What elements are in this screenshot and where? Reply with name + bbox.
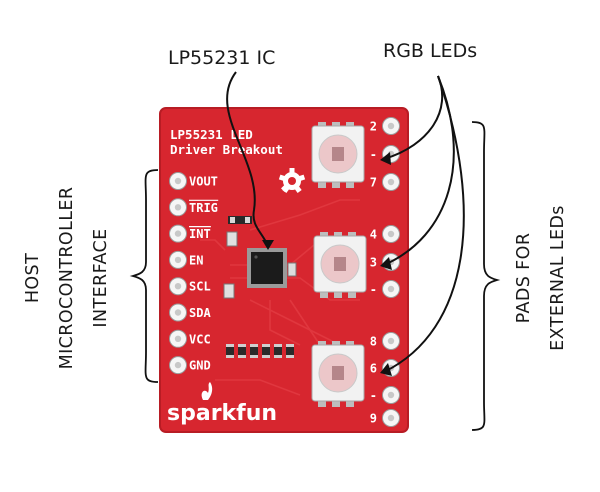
resistor (274, 344, 282, 358)
led-pad-3: 7 (370, 174, 400, 191)
led-die (332, 366, 344, 380)
pad-label: - (370, 389, 377, 403)
pcb-board: LP55231 LED Driver Breakout VOUT TRIG INT E… (160, 108, 408, 432)
resistor-cap (238, 355, 246, 358)
pads-label-line-1: PADS FOR (514, 233, 534, 324)
resistor-cap (286, 344, 294, 347)
resistor (238, 344, 246, 358)
pad-label: 6 (370, 362, 377, 376)
pads-label-line-2: EXTERNAL LEDs (548, 205, 568, 351)
pin-hole (175, 362, 181, 368)
rgb-led-1 (312, 122, 364, 188)
pin-hole (175, 204, 181, 210)
pin-label: SDA (189, 306, 211, 320)
resistor (262, 344, 270, 358)
external-pads-label: PADS FOR EXTERNAL LEDs (514, 205, 568, 351)
pin-label: INT (189, 227, 211, 241)
resistor-cap (274, 344, 282, 347)
resistor-cap (274, 355, 282, 358)
pin-sda: SDA (170, 304, 212, 321)
pad-hole (388, 415, 394, 421)
host-label-line-2: MICROCONTROLLER (57, 187, 77, 370)
pad-label: 9 (370, 412, 377, 426)
host-interface-label: HOST MICROCONTROLLER INTERFACE (23, 187, 111, 370)
pad-hole (388, 286, 394, 292)
pad-hole (388, 338, 394, 344)
rgb-led-2 (314, 232, 366, 298)
led-pad-7: 8 (370, 333, 400, 350)
pin-int: INT (170, 225, 211, 242)
pin-hole (175, 336, 181, 342)
host-interface-brace (133, 170, 158, 382)
lp55231-chip (247, 248, 287, 288)
board-title-line-2: Driver Breakout (170, 142, 283, 157)
led-die (334, 257, 346, 271)
pin-hole (175, 309, 181, 315)
pad-hole (388, 179, 394, 185)
resistor-cap (262, 355, 270, 358)
pad-label: - (370, 283, 377, 297)
pin-label: SCL (189, 280, 211, 294)
host-label-line-3: INTERFACE (91, 228, 111, 327)
pin-vcc: VCC (170, 330, 211, 347)
pad-label: 2 (370, 120, 377, 134)
pin-scl: SCL (170, 278, 211, 295)
pad-label: 3 (370, 256, 377, 270)
pin-vout: VOUT (170, 173, 218, 190)
pin-gnd: GND (170, 357, 211, 374)
pin-label: TRIG (189, 201, 218, 215)
resistor (226, 344, 234, 358)
led-die (332, 147, 344, 161)
smd-capacitor (227, 232, 237, 246)
external-pads-brace (472, 122, 497, 430)
sparkfun-logo: sparkfun (167, 401, 277, 426)
pin-hole (175, 283, 181, 289)
host-label-line-1: HOST (23, 253, 43, 303)
pad-hole (388, 392, 394, 398)
resistor (250, 344, 258, 358)
pad-hole (388, 231, 394, 237)
resistor-cap (286, 355, 294, 358)
pin-label: VCC (189, 332, 211, 346)
resistor-cap (250, 344, 258, 347)
resistor-cap (250, 355, 258, 358)
resistor-cap (262, 344, 270, 347)
led-pad-6: - (370, 281, 400, 298)
led-pad-10: 9 (370, 410, 400, 427)
rgb-led-group (312, 122, 366, 407)
rgb-led-3 (312, 341, 364, 407)
smd-capacitor (224, 284, 234, 298)
resistor-cap (226, 344, 234, 347)
led-pad-1: 2 (370, 118, 400, 135)
pad-label: 8 (370, 335, 377, 349)
smd-cap (245, 217, 250, 223)
pad-label: 4 (370, 228, 377, 242)
pin-label: EN (189, 253, 203, 267)
pin-hole (175, 230, 181, 236)
pin-label: VOUT (189, 175, 218, 189)
pad-label: 7 (370, 176, 377, 190)
led-pad-4: 4 (370, 226, 400, 243)
pad-hole (388, 123, 394, 129)
smd-capacitor (288, 263, 296, 276)
ic-pin1-dot (254, 255, 257, 258)
resistor (286, 344, 294, 358)
resistor-cap (238, 344, 246, 347)
led-pad-9: - (370, 387, 400, 404)
ic-callout-label: LP55231 IC (168, 47, 275, 69)
pin-hole (175, 178, 181, 184)
pin-trig: TRIG (170, 199, 219, 216)
smd-cap (230, 217, 235, 223)
resistor-cap (226, 355, 234, 358)
pin-hole (175, 257, 181, 263)
pin-label: GND (189, 359, 211, 373)
pad-label: - (370, 148, 377, 162)
board-title-line-1: LP55231 LED (170, 127, 253, 142)
led-callout-label: RGB LEDs (383, 40, 477, 62)
